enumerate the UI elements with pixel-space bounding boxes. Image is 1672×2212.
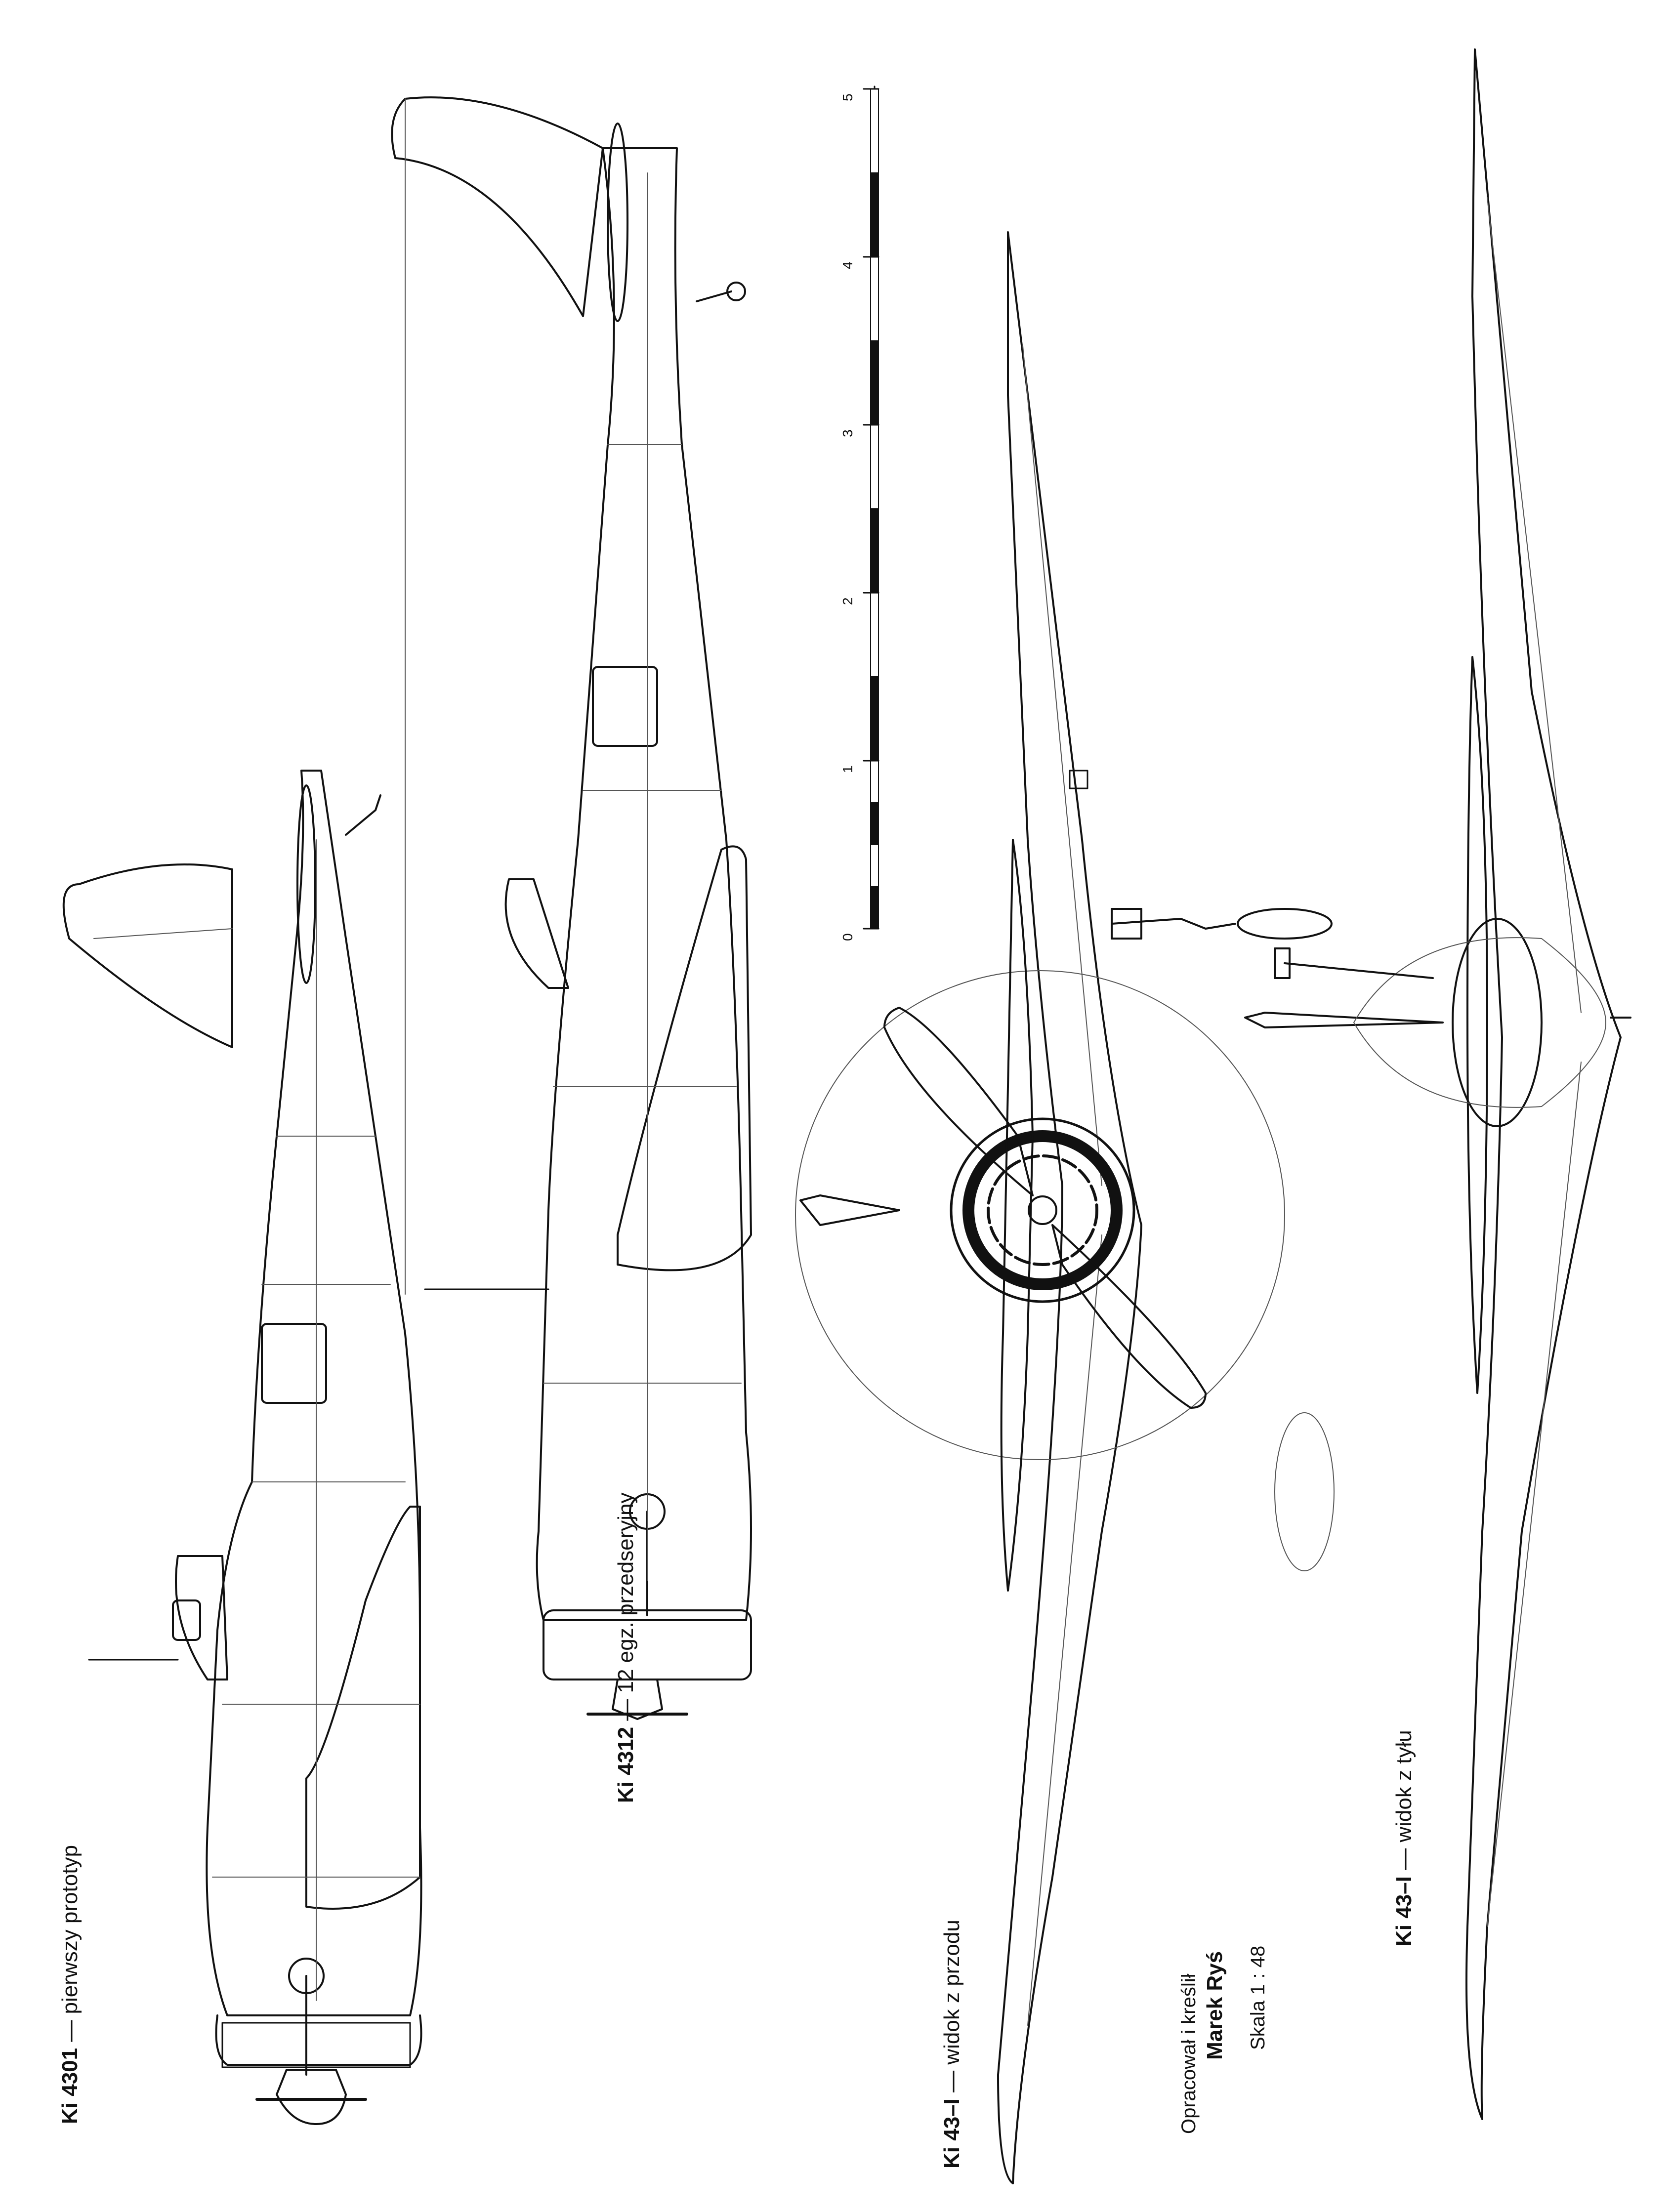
front-view-fin [799, 1194, 900, 1226]
propeller-disc [795, 970, 1285, 1460]
ki4301-stabilizer [296, 784, 316, 984]
scale-bar [863, 85, 879, 930]
scale-segment [870, 508, 879, 593]
front-view-gear-strut [1111, 918, 1236, 930]
ki4312-fuselage [536, 147, 752, 1621]
scale-segment [870, 676, 879, 761]
ki4301-side-view [62, 770, 422, 2125]
ki4312-canopy [504, 878, 569, 989]
scale-label-0: 0 [840, 933, 855, 941]
ki4301-fin [62, 863, 233, 1048]
credit-scale: Skala 1 : 48 [1247, 1945, 1269, 2050]
scale-segment [870, 760, 879, 803]
front-view-stabilizer [1000, 839, 1034, 1592]
caption-rear-view: Ki 43–I — widok z tyłu [1392, 1730, 1416, 1946]
caption-ki4312: Ki 4312 — 12 egz. przedseryjny [614, 1492, 638, 1803]
caption-front-code: Ki 43–I [940, 2098, 964, 2169]
propeller-blade-lower [1051, 1224, 1207, 1409]
caption-ki4301: Ki 4301 — pierwszy prototyp [58, 1845, 82, 2124]
rear-view-wing [1465, 48, 1622, 2120]
caption-ki4301-code: Ki 4301 [58, 2048, 82, 2124]
scale-segment [870, 424, 879, 509]
scale-label-3: 3 [840, 429, 855, 437]
scale-label-2: 2 [840, 597, 855, 605]
rear-view-fuselage [1452, 918, 1543, 1127]
scale-segment [870, 802, 879, 845]
ki4301-cowling [215, 2014, 422, 2066]
caption-rear-desc: — widok z tyłu [1392, 1730, 1416, 1877]
ki4301-wing [305, 1506, 421, 1910]
scale-segment [870, 886, 879, 929]
engine-cowling [950, 1117, 1135, 1303]
scale-segment [870, 256, 879, 341]
scale-segment [870, 592, 879, 677]
propeller-blade-upper [883, 1007, 1034, 1196]
rear-view [1244, 48, 1631, 2120]
scale-label-1: 1 [840, 765, 855, 773]
front-view-wing [997, 231, 1142, 2184]
front-view-wheel [1237, 908, 1333, 940]
caption-ki4312-desc: — 12 egz. przedseryjny [614, 1492, 638, 1727]
ki4312-fin [391, 96, 604, 317]
ki4312-wing [617, 845, 752, 1271]
ki4312-stabilizer [607, 123, 628, 322]
caption-front-view: Ki 43–I — widok z przodu [940, 1920, 964, 2169]
ki4301-fuselage [206, 770, 422, 2016]
scale-segment [870, 172, 879, 257]
ki4301-canopy [175, 1555, 228, 1680]
caption-ki4312-code: Ki 4312 [614, 1726, 638, 1803]
ki4301-tailwheel [345, 794, 381, 836]
credit-author: Marek Ryś [1203, 1951, 1227, 2060]
scale-label-4: 4 [840, 261, 855, 269]
ki4301-spinner [276, 2069, 347, 2125]
rear-view-gear [1284, 962, 1434, 979]
credit-line1: Opracował i kreślił [1178, 1973, 1200, 2134]
rear-view-stabilizer [1466, 656, 1488, 1394]
scale-segment [870, 340, 879, 425]
caption-ki4301-desc: — pierwszy prototyp [58, 1845, 82, 2048]
scale-segment [870, 88, 879, 173]
scale-segment [870, 844, 879, 887]
caption-rear-code: Ki 43–I [1392, 1876, 1416, 1946]
rear-view-fin [1244, 1012, 1444, 1028]
ki4312-side-view [391, 96, 752, 1720]
caption-front-desc: — widok z przodu [940, 1920, 964, 2099]
front-view [795, 231, 1335, 2184]
scale-label-5: 5 [840, 93, 855, 101]
